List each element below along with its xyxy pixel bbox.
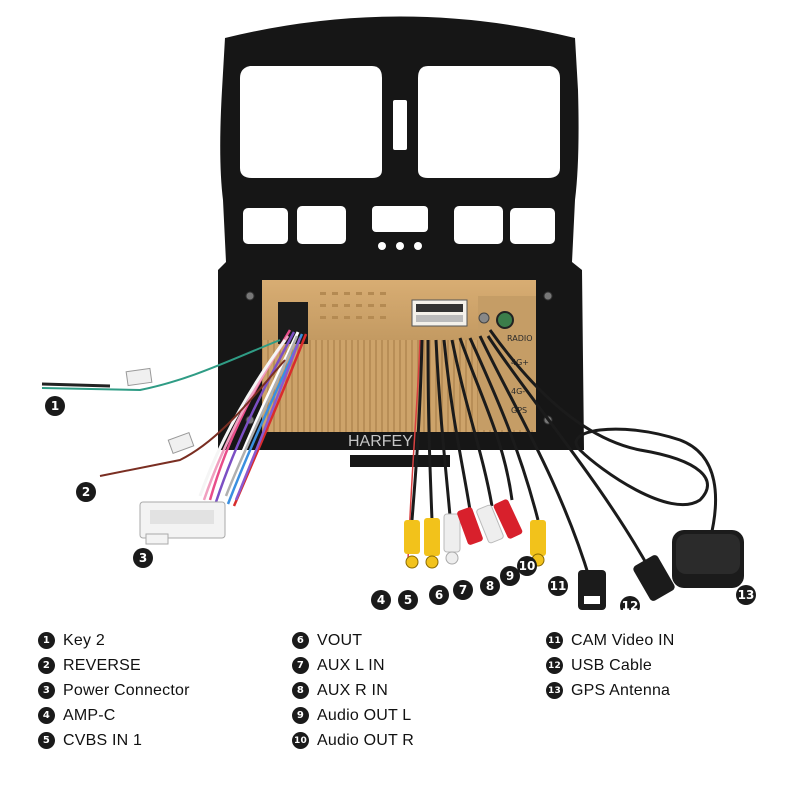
legend-number: 11 [546, 632, 563, 649]
multi-connector [411, 299, 468, 327]
reverse-tag [167, 432, 195, 454]
legend-item-6: 6 VOUT [292, 628, 414, 653]
legend-label: REVERSE [63, 656, 141, 674]
legend-item-4: 4 AMP-C [38, 703, 190, 728]
legend-number: 10 [292, 732, 309, 749]
legend-label: GPS Antenna [571, 681, 671, 699]
legend-item-5: 5 CVBS IN 1 [38, 728, 190, 753]
radio-label: RADIO [507, 334, 533, 343]
legend-label: AUX R IN [317, 681, 388, 699]
usb-cable-1 [478, 335, 592, 581]
legend-number: 9 [292, 707, 309, 724]
legend-label: VOUT [317, 631, 363, 649]
radio-socket [496, 311, 514, 329]
reverse-wire [99, 359, 286, 477]
key2-wire [41, 339, 281, 392]
marker-12: 12 [622, 599, 639, 610]
marker-5: 5 [404, 593, 412, 607]
switch-slot-5 [510, 208, 555, 244]
callout-markers: 1 2 3 4 5 6 7 8 9 10 11 12 13 [45, 396, 756, 610]
legend-item-11: 11 CAM Video IN [546, 628, 674, 653]
legend-number: 4 [38, 707, 55, 724]
legend-label: Audio OUT R [317, 731, 415, 749]
legend-item-9: 9 Audio OUT L [292, 703, 414, 728]
marker-8: 8 [486, 579, 494, 593]
rca-plugs [404, 499, 546, 569]
legend-number: 7 [292, 657, 309, 674]
legend-item-12: 12 USB Cable [546, 653, 674, 678]
legend-number: 12 [546, 657, 563, 674]
marker-10: 10 [519, 559, 536, 573]
marker-13: 13 [738, 588, 755, 602]
key2-tag [125, 367, 153, 387]
legend-number: 3 [38, 682, 55, 699]
fourg-minus-label: 4G- [511, 387, 525, 396]
legend-item-3: 3 Power Connector [38, 678, 190, 703]
left-vent-opening [240, 66, 382, 178]
legend-item-13: 13 GPS Antenna [546, 678, 674, 703]
legend-label: AMP-C [63, 706, 116, 724]
legend-number: 13 [546, 682, 563, 699]
legend-label: AUX L IN [317, 656, 385, 674]
marker-7: 7 [459, 583, 467, 597]
wiring-diagram: RADIO 4G+ 4G- GPS HARFEY [41, 16, 756, 610]
marker-4: 4 [377, 593, 385, 607]
fourg-label: 4G+ [511, 358, 529, 367]
legend-item-10: 10 Audio OUT R [292, 728, 414, 753]
marker-6: 6 [435, 588, 443, 602]
marker-11: 11 [550, 579, 567, 593]
legend-label: CVBS IN 1 [63, 731, 143, 749]
legend-number: 8 [292, 682, 309, 699]
usb-plug-2 [633, 555, 675, 601]
legend-label: CAM Video IN [571, 631, 675, 649]
marker-9: 9 [506, 569, 514, 583]
legend-number: 5 [38, 732, 55, 749]
marker-3: 3 [139, 551, 147, 565]
legend-number: 1 [38, 632, 55, 649]
harness-socket [278, 302, 308, 344]
usb-cable-2 [486, 335, 652, 571]
legend-label: Key 2 [63, 631, 105, 649]
switch-slot-3 [372, 206, 428, 232]
right-vent-opening [418, 66, 560, 178]
rca-cables [410, 337, 540, 521]
legend-item-7: 7 AUX L IN [292, 653, 414, 678]
legend-label: Audio OUT L [317, 706, 412, 724]
legend-number: 2 [38, 657, 55, 674]
marker-2: 2 [82, 485, 90, 499]
legend-label: Power Connector [63, 681, 190, 699]
legend-item-2: 2 REVERSE [38, 653, 190, 678]
legend-label: USB Cable [571, 656, 652, 674]
legend-column-3: 11 CAM Video IN 12 USB Cable 13 GPS Antenna [546, 628, 674, 703]
legend-number: 6 [292, 632, 309, 649]
switch-slot-2 [297, 206, 346, 244]
gps-cable [488, 329, 718, 541]
power-connector [139, 501, 226, 545]
switch-slot-4 [454, 206, 503, 244]
marker-1: 1 [51, 399, 59, 413]
switch-slot-1 [243, 208, 288, 244]
legend-item-8: 8 AUX R IN [292, 678, 414, 703]
legend-item-1: 1 Key 2 [38, 628, 190, 653]
brand-watermark: HARFEY [348, 433, 413, 450]
legend-column-2: 6 VOUT 7 AUX L IN 8 AUX R IN 9 Audio OUT L 1… [292, 628, 414, 753]
